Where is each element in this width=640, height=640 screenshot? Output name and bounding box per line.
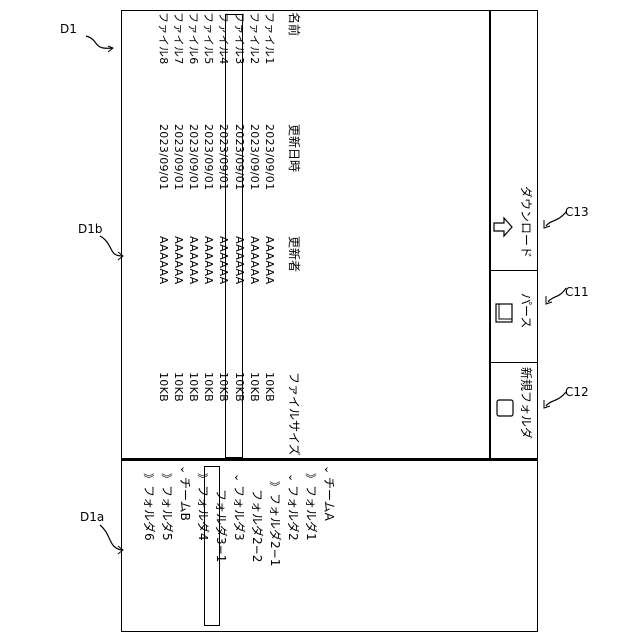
selected-file-row-highlight: [225, 14, 243, 458]
selected-tree-item-highlight: [204, 466, 220, 626]
